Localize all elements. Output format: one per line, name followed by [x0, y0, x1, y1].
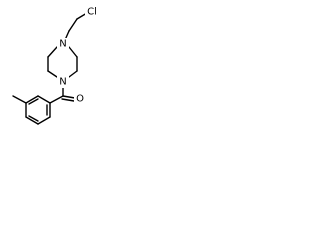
bond-benzene-1: [37, 95, 51, 104]
bond-methyl: [12, 95, 27, 104]
bond-ring-right-n-bottom: [68, 70, 78, 78]
chlorine-label: Cl: [87, 7, 97, 18]
chlorine-label-background: [85, 6, 99, 18]
bond-benzene-inner-2: [28, 115, 39, 122]
bond-carbonyl-oxygen-1: [62, 95, 76, 99]
chemical-structure-diagram: Cl N N O: [12, 6, 99, 125]
bond-carbonyl-benzene: [49, 95, 64, 104]
oxygen-label: O: [76, 94, 84, 105]
oxygen-label-background: [74, 93, 86, 105]
nitrogen-bottom-label: N: [59, 77, 66, 88]
bond-carbonyl-oxygen-2: [61, 98, 75, 102]
bond-benzene-5: [37, 116, 51, 125]
nitrogen-bottom-label-background: [57, 76, 69, 88]
bond-ring-left-n-top: [47, 46, 58, 58]
bond-benzene-inner-1: [28, 98, 39, 105]
nitrogen-top-label: N: [59, 39, 66, 50]
bond-ch2-ch2: [68, 18, 78, 32]
bond-benzene-2: [25, 95, 39, 104]
bond-ring-n-top-right: [68, 46, 78, 58]
bond-benzene-4: [25, 116, 39, 125]
nitrogen-top-label-background: [57, 38, 69, 50]
bond-ring-n-bottom-left: [47, 70, 58, 78]
